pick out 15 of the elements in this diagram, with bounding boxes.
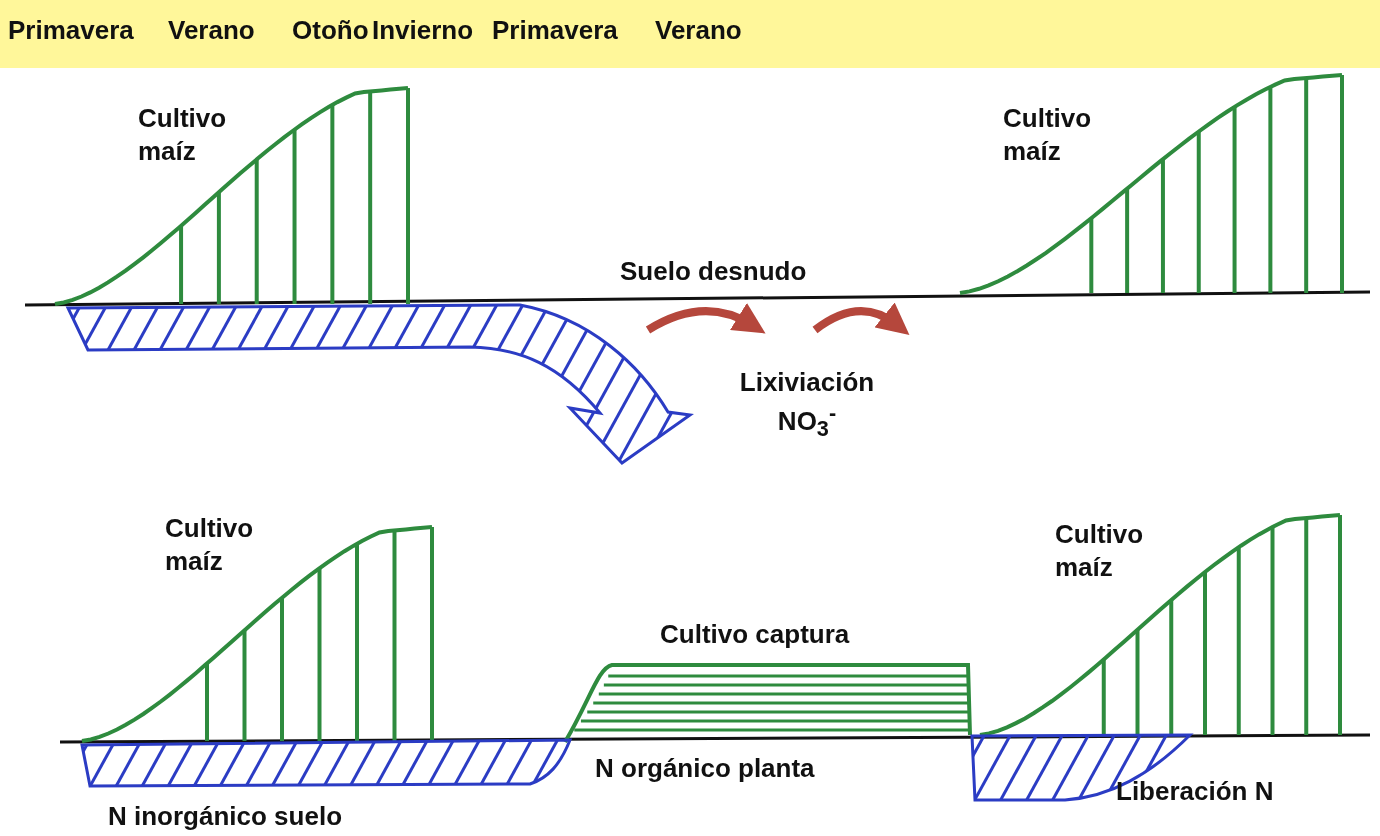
crop-label: Cultivo maíz bbox=[1055, 518, 1145, 583]
season-label: Primavera bbox=[8, 14, 134, 47]
crop-label: Cultivo maíz bbox=[138, 102, 228, 167]
season-label: Primavera bbox=[492, 14, 618, 47]
crop-label: Cultivo maíz bbox=[165, 512, 255, 577]
organic-nitrogen-label: N orgánico planta bbox=[595, 752, 815, 785]
inorganic-nitrogen-label: N inorgánico suelo bbox=[108, 800, 343, 833]
catch-crop-label: Cultivo captura bbox=[660, 618, 850, 651]
soil-label: Suelo desnudo bbox=[620, 255, 807, 288]
season-label: Invierno bbox=[372, 14, 474, 47]
season-label: Verano bbox=[655, 14, 742, 47]
season-label: Otoño bbox=[292, 14, 369, 47]
nitrogen-release-label: Liberación N bbox=[1116, 775, 1274, 808]
crop-label: Cultivo maíz bbox=[1003, 102, 1093, 167]
season-label: Verano bbox=[168, 14, 255, 47]
